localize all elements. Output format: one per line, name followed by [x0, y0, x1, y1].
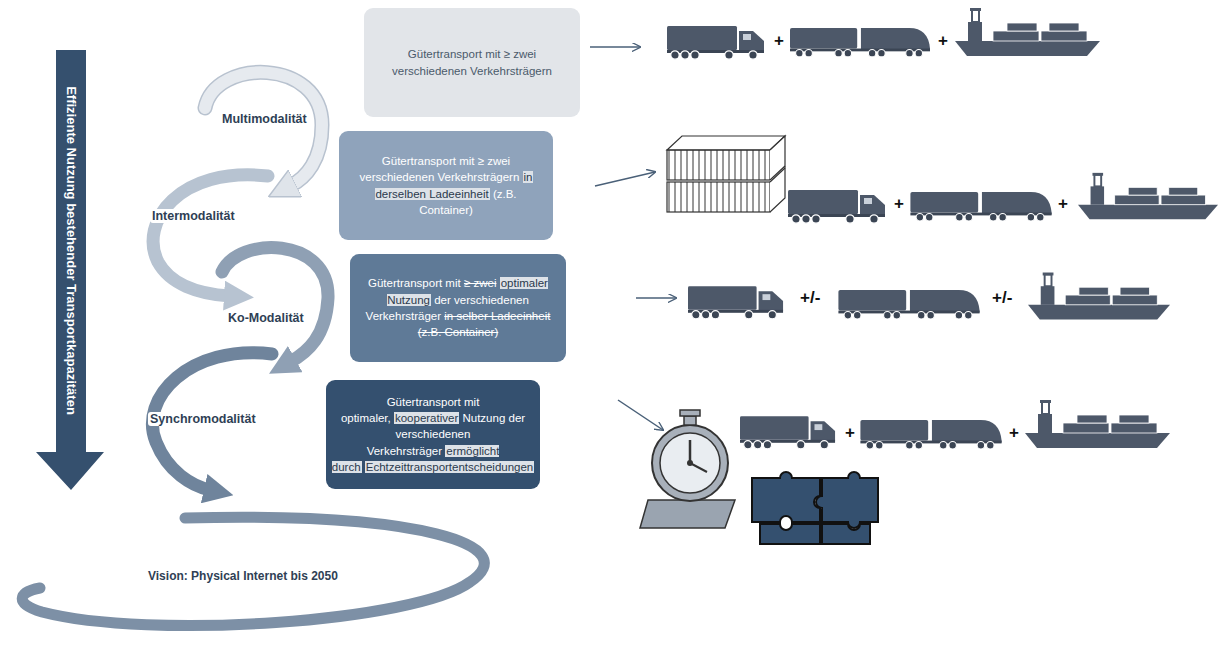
plus-sign: +: [1058, 194, 1068, 214]
vision-label: Vision: Physical Internet bis 2050: [148, 569, 338, 583]
box-text: Gütertransport mit ≥ zwei verschiedenen …: [374, 46, 570, 79]
text-piece: Gütertransport mit: [368, 277, 461, 289]
step-label: Multimodalität: [220, 112, 309, 126]
puzzle-icon: [752, 472, 878, 544]
vehicle-icons: [667, 8, 1218, 449]
plus-sign: +: [1009, 423, 1019, 443]
step-label: Synchromodalität: [148, 412, 258, 426]
text-piece: Gütertransport mit ≥ zwei verschiedenen …: [392, 48, 552, 76]
description-box: Gütertransport mit ≥ zwei verschiedenen …: [364, 8, 580, 117]
text-piece: kooperativer: [394, 412, 459, 424]
plus-sign: +/-: [800, 288, 820, 308]
description-box: Gütertransport mit ≥ zwei verschiedenen …: [339, 131, 553, 240]
box-text: Gütertransport mit≥ zweioptimaler Nutzun…: [360, 275, 556, 340]
arrow-text: Effiziente Nutzung bestehender Transport…: [64, 86, 79, 415]
efficiency-arrow: Effiziente Nutzung bestehender Transport…: [36, 50, 104, 490]
description-box: Gütertransport mit≥ zweioptimaler Nutzun…: [350, 254, 566, 362]
text-piece: ≥ zwei: [464, 277, 497, 289]
plus-sign: +: [894, 194, 904, 214]
step-label: Intermodalität: [150, 209, 237, 223]
stopwatch-icon: [640, 410, 735, 528]
plus-sign: +: [774, 31, 784, 51]
description-box: Gütertransport mit optimaler,kooperative…: [326, 380, 540, 489]
text-piece: Gütertransport mit ≥ zwei verschiedenen …: [360, 155, 520, 183]
box-text: Gütertransport mit optimaler,kooperative…: [332, 394, 534, 476]
leader-arrows: [590, 47, 676, 430]
text-piece: Echtzeittransportentscheidungen: [365, 461, 535, 473]
step-label: Ko-Modalität: [226, 311, 306, 325]
plus-sign: +: [845, 423, 855, 443]
box-text: Gütertransport mit ≥ zwei verschiedenen …: [349, 153, 543, 218]
plus-sign: +: [938, 31, 948, 51]
plus-sign: +/-: [992, 288, 1012, 308]
container-icon: [667, 136, 785, 212]
